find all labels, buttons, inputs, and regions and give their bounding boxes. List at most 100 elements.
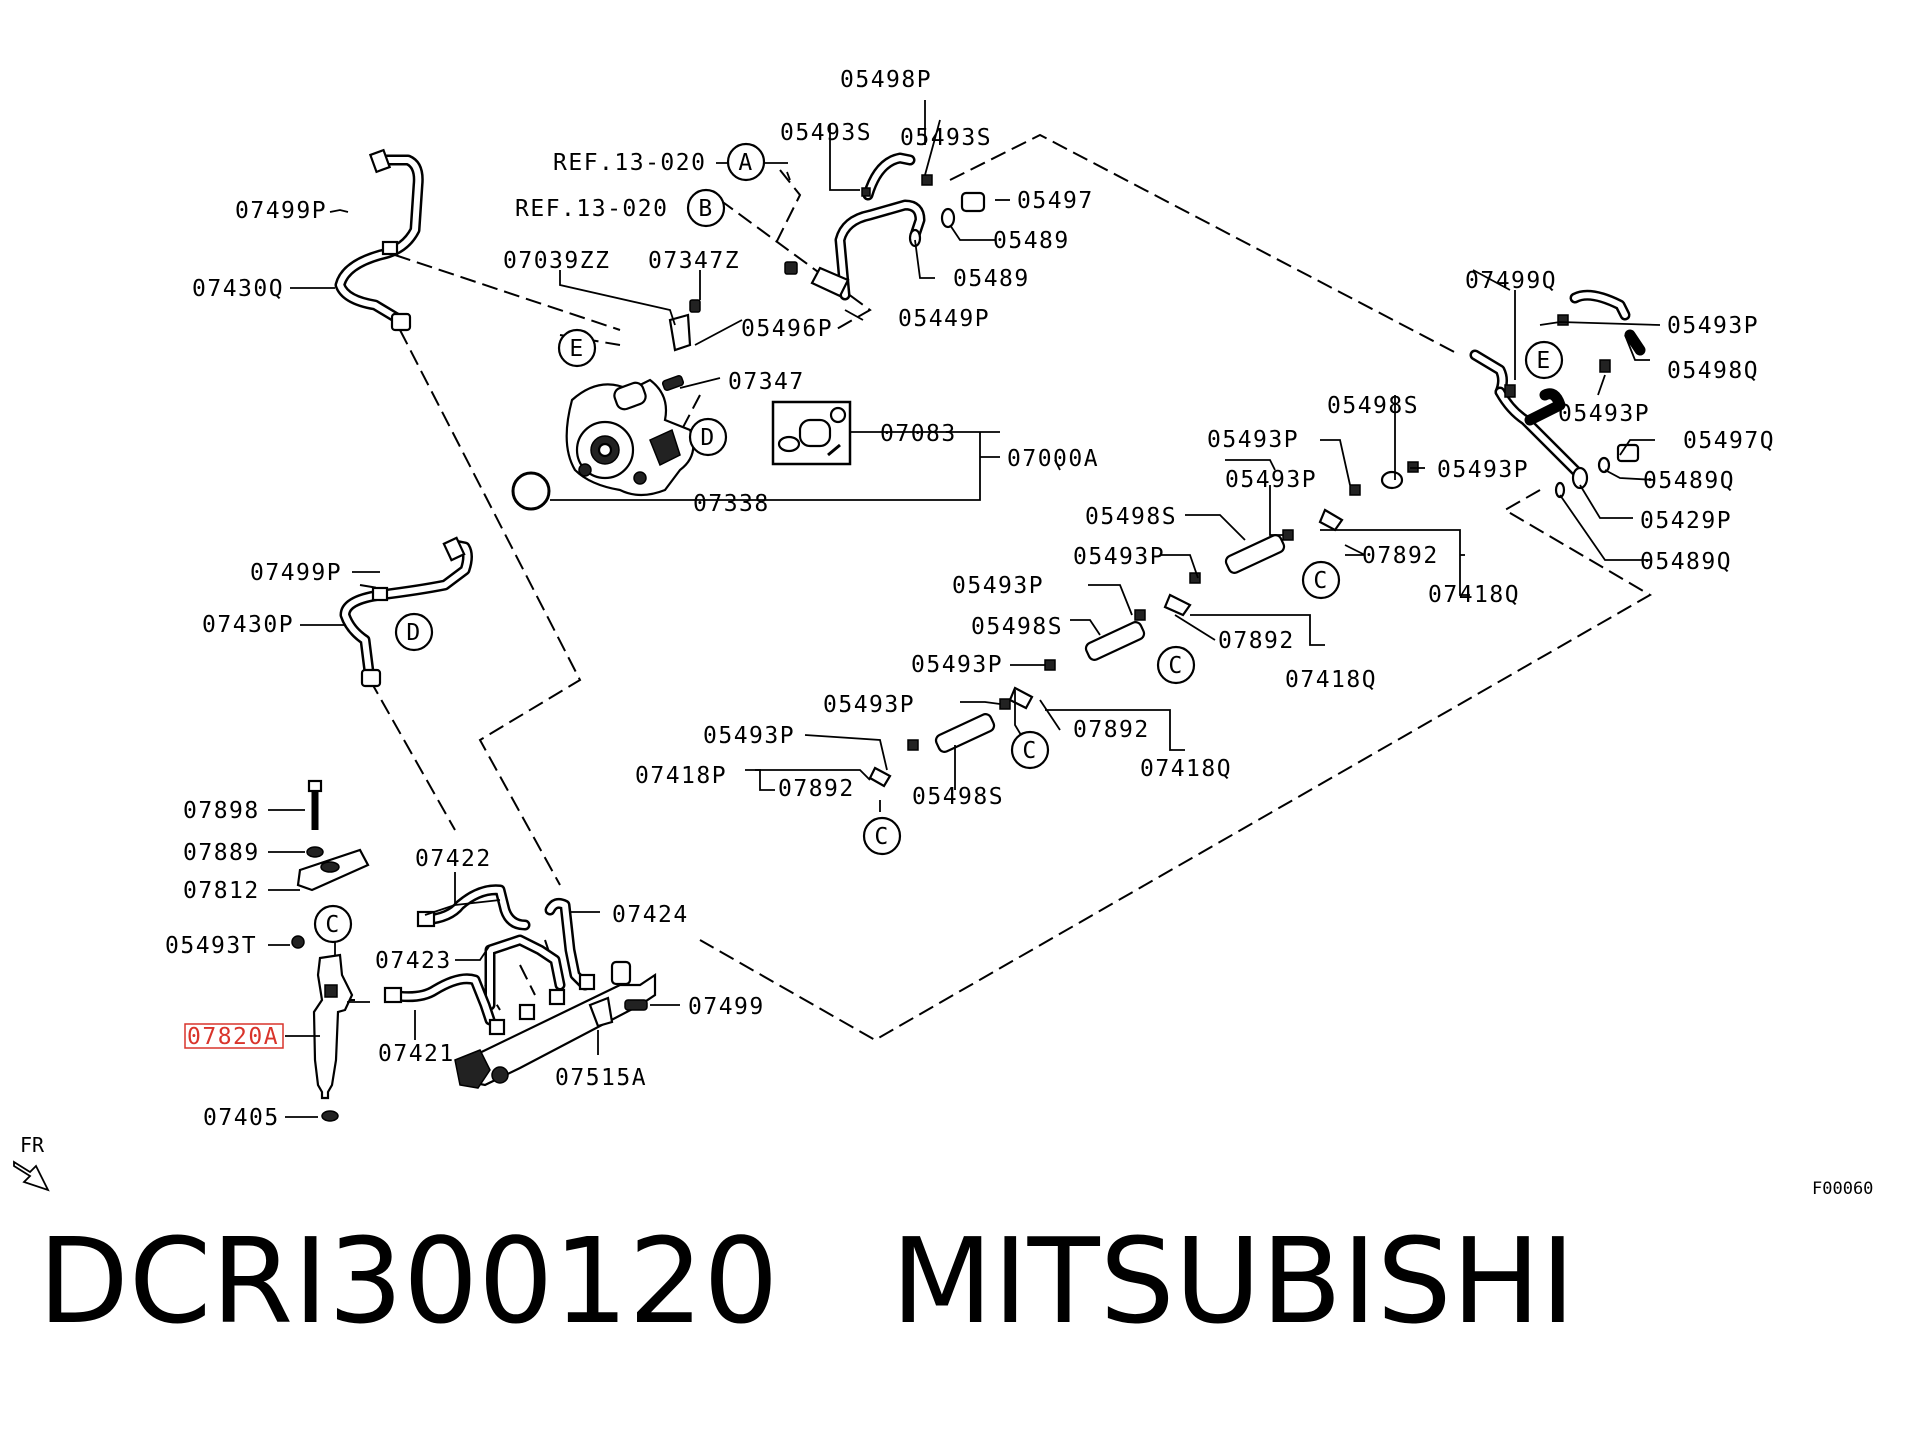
label-07515a[interactable]: 07515A [555, 1065, 647, 1091]
clamp-07812[interactable] [296, 848, 370, 892]
leader-lines [268, 100, 1661, 1118]
sensor-07515a[interactable] [588, 996, 614, 1028]
svg-text:C: C [1168, 653, 1183, 679]
svg-text:C: C [325, 912, 340, 938]
injector-07820a[interactable] [312, 953, 354, 1100]
pipe-07430q[interactable] [334, 148, 424, 332]
o-ring-07338[interactable] [511, 471, 551, 511]
label-07418q[interactable]: 07418Q [1428, 582, 1520, 608]
page-title: DCRI300120 MITSUBISHI [38, 1212, 1576, 1350]
label-05496p[interactable]: 05496P [741, 316, 833, 342]
pipe-07422[interactable] [416, 884, 531, 931]
label-07499[interactable]: 07499 [688, 994, 765, 1020]
label-05498s[interactable]: 05498S [1327, 393, 1419, 419]
pipe-07423[interactable] [484, 934, 566, 1011]
label-05498p[interactable]: 05498P [840, 67, 932, 93]
label-07423[interactable]: 07423 [375, 948, 452, 974]
valve-kit-07083[interactable] [771, 400, 852, 466]
label-07000a[interactable]: 07000A [1007, 446, 1099, 472]
label-07424[interactable]: 07424 [612, 902, 689, 928]
label-07421[interactable]: 07421 [378, 1041, 455, 1067]
pipe-07421[interactable] [383, 973, 496, 1026]
label-07418q[interactable]: 07418Q [1140, 756, 1232, 782]
injection-pump[interactable] [565, 378, 695, 497]
label-07499p[interactable]: 07499P [250, 560, 342, 586]
label-05493p[interactable]: 05493P [1225, 467, 1317, 493]
label-05493p[interactable]: 05493P [1437, 457, 1529, 483]
label-07039zz[interactable]: 07039ZZ [503, 248, 610, 274]
label-07889[interactable]: 07889 [183, 840, 260, 866]
label-05493p[interactable]: 05493P [823, 692, 915, 718]
callout-c-2: C [1156, 645, 1196, 685]
label-07418q[interactable]: 07418Q [1285, 667, 1377, 693]
label-07820a[interactable]: 07820A [187, 1024, 279, 1050]
label-05429p[interactable]: 05429P [1640, 508, 1732, 534]
label-05493t[interactable]: 05493T [165, 933, 257, 959]
label-05498s[interactable]: 05498S [912, 784, 1004, 810]
label-07338[interactable]: 07338 [693, 491, 770, 517]
label-07430p[interactable]: 07430P [202, 612, 294, 638]
bolt-07347[interactable] [661, 374, 685, 392]
svg-text:E: E [1536, 348, 1551, 374]
label-07812[interactable]: 07812 [183, 878, 260, 904]
label-07892[interactable]: 07892 [778, 776, 855, 802]
label-05493p[interactable]: 05493P [1558, 401, 1650, 427]
highlight-box [184, 1023, 284, 1049]
label-05493p[interactable]: 05493P [952, 573, 1044, 599]
label-07347[interactable]: 07347 [728, 369, 805, 395]
leak-off-rail[interactable] [868, 461, 1419, 788]
label-07422[interactable]: 07422 [415, 846, 492, 872]
label-07892[interactable]: 07892 [1218, 628, 1295, 654]
label-05493p[interactable]: 05493P [1667, 313, 1759, 339]
label-ref-13-020-b[interactable]: REF.13-020 [515, 196, 668, 222]
label-05489[interactable]: 05489 [953, 266, 1030, 292]
label-05449p[interactable]: 05449P [898, 306, 990, 332]
seal-07405[interactable] [321, 1110, 339, 1122]
label-05489[interactable]: 05489 [993, 228, 1070, 254]
callout-c-3: C [1010, 730, 1050, 770]
front-direction-indicator: FR [13, 1133, 50, 1192]
hose-05498p[interactable] [862, 152, 916, 201]
label-05493p[interactable]: 05493P [703, 723, 795, 749]
label-05493p[interactable]: 05493P [1207, 427, 1299, 453]
label-ref-13-020-a[interactable]: REF.13-020 [553, 150, 706, 176]
svg-text:B: B [698, 196, 713, 222]
label-07405[interactable]: 07405 [203, 1105, 280, 1131]
callout-b: B [686, 188, 726, 228]
label-05498q[interactable]: 05498Q [1667, 358, 1759, 384]
pipe-fuel-return[interactable] [784, 174, 986, 301]
nut-05493t[interactable] [291, 935, 305, 949]
label-07083[interactable]: 07083 [880, 421, 957, 447]
svg-text:C: C [1022, 738, 1037, 764]
pipe-07430p[interactable] [339, 536, 473, 688]
label-07499q[interactable]: 07499Q [1465, 268, 1557, 294]
label-05489q[interactable]: 05489Q [1643, 468, 1735, 494]
label-05493p[interactable]: 05493P [1073, 544, 1165, 570]
bracket-07039zz[interactable] [668, 299, 701, 352]
bolt-07499[interactable] [624, 999, 648, 1011]
label-07892[interactable]: 07892 [1362, 543, 1439, 569]
label-07499p[interactable]: 07499P [235, 198, 327, 224]
label-07898[interactable]: 07898 [183, 798, 260, 824]
clamp-bolt-07898[interactable] [307, 779, 323, 830]
callout-markers: A B E D E C C C C D C [313, 142, 1564, 944]
label-05493s[interactable]: 05493S [780, 120, 872, 146]
label-05498s[interactable]: 05498S [1085, 504, 1177, 530]
fr-arrow-icon [13, 1160, 50, 1192]
label-07892[interactable]: 07892 [1073, 717, 1150, 743]
label-05498s[interactable]: 05498S [971, 614, 1063, 640]
label-07418p[interactable]: 07418P [635, 763, 727, 789]
part-labels: 05498P 05493S 05493S REF.13-020 REF.13-0… [165, 67, 1775, 1131]
callout-c-1: C [1301, 560, 1341, 600]
pipe-07424[interactable] [544, 897, 591, 991]
label-07347z[interactable]: 07347Z [648, 248, 740, 274]
washer-07889[interactable] [306, 846, 324, 858]
label-05493s[interactable]: 05493S [900, 125, 992, 151]
callout-c-4: C [862, 816, 902, 856]
label-05497q[interactable]: 05497Q [1683, 428, 1775, 454]
label-07430q[interactable]: 07430Q [192, 276, 284, 302]
label-05489q[interactable]: 05489Q [1640, 549, 1732, 575]
label-05497[interactable]: 05497 [1017, 188, 1094, 214]
label-05493p[interactable]: 05493P [911, 652, 1003, 678]
pipe-right-return[interactable] [1469, 289, 1646, 499]
